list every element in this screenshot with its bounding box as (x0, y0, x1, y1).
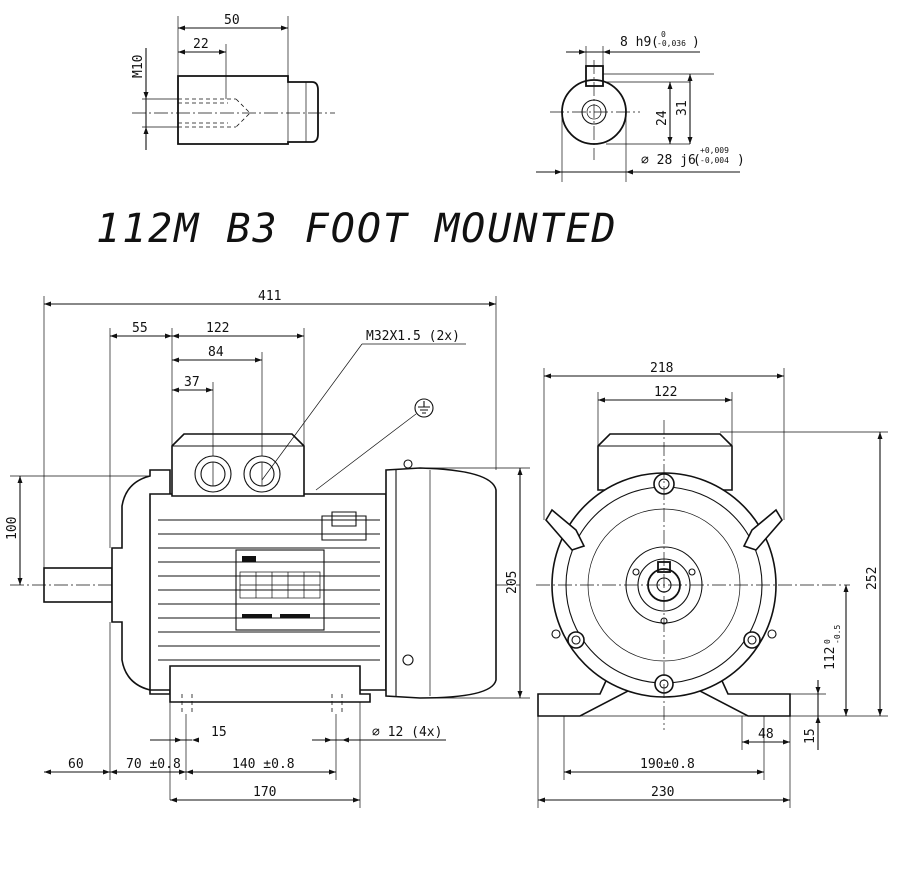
key-width-label: 8 h9 (620, 35, 651, 50)
svg-text:(: ( (693, 153, 701, 168)
thread-size-label: M10 (131, 55, 146, 78)
key-width-tol-lower: -0,036 (657, 39, 686, 48)
foot-offset-label: 70 ±0.8 (126, 757, 181, 772)
end-terminal-width-label: 122 (654, 385, 677, 400)
shaft-length-label: 50 (224, 13, 240, 28)
end-height-label: 252 (865, 567, 880, 590)
foot-hole-spacing-label: 140 ±0.8 (232, 757, 295, 772)
shaft-side-detail: 50 22 M10 (131, 13, 335, 150)
gland-offset-label: 37 (184, 375, 200, 390)
key-total-label: 31 (675, 100, 690, 116)
foot-edge-label: 15 (211, 725, 227, 740)
foot-length-label: 170 (253, 785, 276, 800)
foot-hole-label: ⌀ 12 (4x) (372, 725, 442, 740)
side-view: M32X1.5 (2x) 411 55 122 84 37 100 (5, 289, 530, 808)
shaft-height-label: 112 (823, 647, 838, 670)
gland-spacing-label: 84 (208, 345, 224, 360)
shaft-diameter-label: ⌀ 28 j6 (641, 153, 696, 168)
svg-text:): ) (692, 35, 700, 50)
svg-text:): ) (737, 153, 745, 168)
frame-height-label: 205 (505, 571, 520, 594)
foot-thickness-label: 15 (803, 728, 818, 744)
shaft-height-tol-upper: 0 (823, 639, 832, 644)
shaft-end-detail: 8 h9 ( 0 -0,036 ) 24 31 ⌀ 28 j6 ( +0,009… (536, 30, 745, 182)
terminal-box-length-label: 122 (206, 321, 229, 336)
shaft-height-dim-label: 100 (5, 517, 20, 540)
end-view: 218 122 252 112 0 -0.5 15 48 190±0.8 (536, 361, 888, 808)
key-height-label: 24 (655, 110, 670, 126)
dia-tol-lower: -0,004 (700, 156, 729, 165)
key-width-tol-upper: 0 (661, 30, 666, 39)
overall-length-label: 411 (258, 289, 281, 304)
end-foot-hole-spacing-label: 190±0.8 (640, 757, 695, 772)
shaft-height-tol-lower: -0.5 (833, 625, 842, 644)
drawing-title: 112M B3 FOOT MOUNTED (96, 206, 618, 252)
shaft-extension-label: 60 (68, 757, 84, 772)
dia-tol-upper: +0,009 (700, 146, 729, 155)
gland-thread-label: M32X1.5 (2x) (366, 329, 460, 344)
end-width-label: 218 (650, 361, 673, 376)
terminal-offset-label: 55 (132, 321, 148, 336)
foot-pad-label: 48 (758, 727, 774, 742)
thread-depth-label: 22 (193, 37, 209, 52)
svg-text:(: ( (651, 35, 659, 50)
end-foot-width-label: 230 (651, 785, 674, 800)
